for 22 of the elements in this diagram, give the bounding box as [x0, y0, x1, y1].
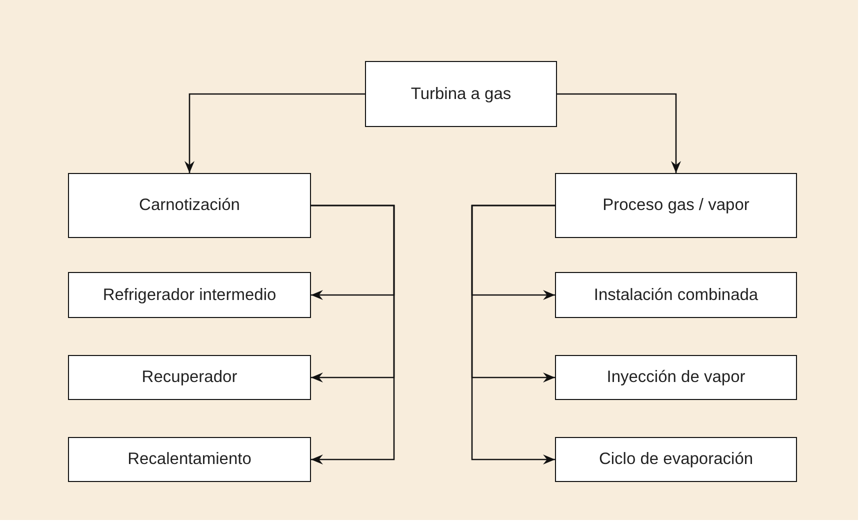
process-box	[68, 355, 311, 400]
box-label: Recalentamiento	[128, 450, 252, 469]
process-box	[365, 61, 557, 127]
box-label: Ciclo de evaporación	[598, 450, 754, 469]
connector-arrow	[471, 204, 555, 464]
connector-arrow	[557, 93, 681, 173]
box-label: Inyección de vapor	[606, 368, 746, 387]
process-box	[68, 437, 311, 482]
box-label: Turbina a gas	[410, 84, 512, 104]
connector-arrow	[311, 204, 395, 464]
process-box	[555, 437, 797, 482]
process-box	[555, 355, 797, 400]
box-label: Instalación combinada	[594, 286, 758, 304]
process-box	[68, 272, 311, 318]
box-label: Refrigerador intermedio	[102, 286, 276, 304]
connector-arrow	[184, 93, 365, 173]
process-box	[555, 173, 797, 238]
box-label: Proceso gas / vapor	[602, 196, 750, 215]
box-label: Recuperador	[142, 368, 238, 387]
box-label: Carnotización	[139, 196, 240, 215]
process-box	[555, 272, 797, 318]
process-box	[68, 173, 311, 238]
